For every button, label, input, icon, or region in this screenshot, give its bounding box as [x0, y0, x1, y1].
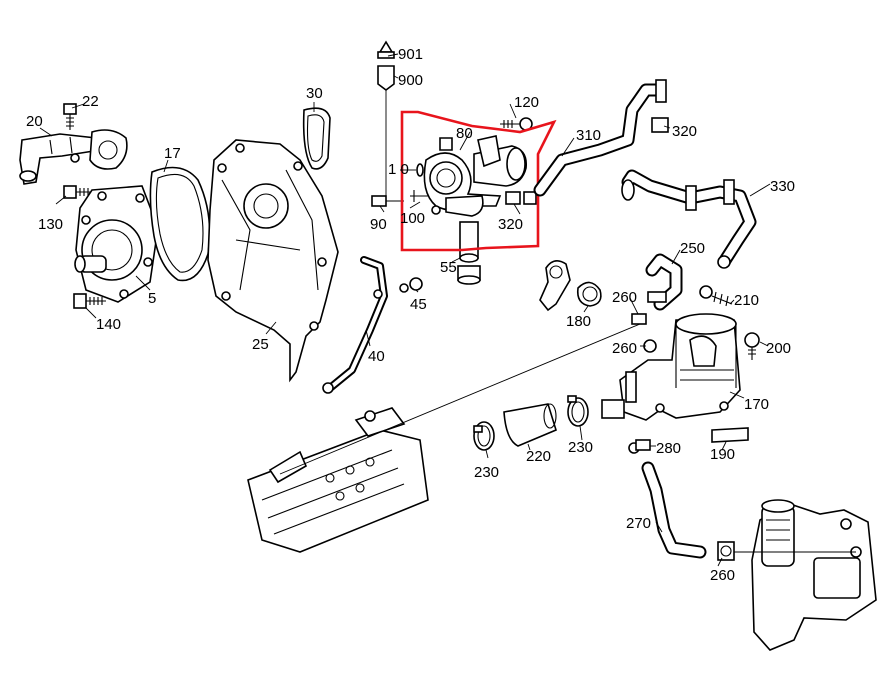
label-180: 180	[566, 313, 591, 330]
label-90: 90	[370, 216, 387, 233]
part-17-gasket[interactable]	[149, 166, 211, 282]
label-900: 900	[398, 72, 423, 89]
part-330-hose[interactable]	[621, 169, 757, 269]
part-250-hose[interactable]	[645, 253, 683, 311]
label-20: 20	[26, 113, 43, 130]
part-280-clamp[interactable]	[628, 439, 651, 454]
part-220-hose[interactable]	[503, 403, 557, 447]
label-200: 200	[766, 340, 791, 357]
part-260-clamp-lower[interactable]	[717, 541, 735, 561]
egr-cooler	[247, 407, 429, 553]
part-320-clip-hose[interactable]	[651, 117, 669, 133]
label-260-upper: 260	[612, 289, 637, 306]
label-120: 120	[514, 94, 539, 111]
label-230-right: 230	[568, 439, 593, 456]
label-100: 100	[400, 210, 425, 227]
label-140: 140	[96, 316, 121, 333]
oil-filter-housing	[751, 499, 877, 651]
part-30-seal[interactable]	[302, 107, 331, 170]
label-320-housing: 320	[498, 216, 523, 233]
label-901: 901	[398, 46, 423, 63]
part-230-clamp-right[interactable]	[567, 395, 589, 427]
part-270-hose[interactable]	[641, 461, 707, 559]
label-310: 310	[576, 127, 601, 144]
part-140-bolt[interactable]	[73, 293, 106, 309]
label-170: 170	[744, 396, 769, 413]
label-130: 130	[38, 216, 63, 233]
part-320-clip-housing[interactable]	[505, 191, 537, 205]
part-310-hose[interactable]	[533, 79, 667, 197]
label-17: 17	[164, 145, 181, 162]
part-190-clip[interactable]	[711, 427, 749, 443]
leader-lines	[39, 53, 856, 567]
label-270: 270	[626, 515, 651, 532]
label-250: 250	[680, 240, 705, 257]
callout-labels: 901 900 30 22 20 17 130 5 140 25 40 120 …	[26, 46, 795, 584]
part-100-seal[interactable]	[410, 190, 441, 215]
part-230-clamp-left[interactable]	[473, 421, 495, 451]
label-45: 45	[410, 296, 427, 313]
part-55-pipe[interactable]	[457, 221, 481, 285]
label-30: 30	[306, 85, 323, 102]
part-210-bolt[interactable]	[699, 285, 733, 307]
part-45-clip[interactable]	[399, 277, 423, 293]
label-40: 40	[368, 348, 385, 365]
label-25: 25	[252, 336, 269, 353]
part-80-thermostat-housing[interactable]	[423, 135, 528, 217]
label-110: 1 0	[388, 161, 409, 178]
part-120-bolt[interactable]	[500, 117, 533, 131]
part-90-temp-sensor[interactable]	[371, 195, 404, 207]
label-260-mid: 260	[612, 340, 637, 357]
part-25-timing-cover[interactable]	[207, 139, 339, 383]
label-230-left: 230	[474, 464, 499, 481]
part-5-water-pump[interactable]	[74, 185, 159, 303]
part-130-bolt[interactable]	[63, 185, 94, 199]
label-5: 5	[148, 290, 156, 307]
part-40-pipe[interactable]	[322, 256, 388, 394]
label-210: 210	[734, 292, 759, 309]
part-900-sensor[interactable]	[377, 65, 395, 198]
part-20-coolant-elbow[interactable]	[19, 129, 128, 185]
highlight-frame	[400, 110, 557, 252]
label-220: 220	[526, 448, 551, 465]
label-280: 280	[656, 440, 681, 457]
label-260-lower: 260	[710, 567, 735, 584]
part-110-o-ring[interactable]	[416, 163, 424, 177]
label-190: 190	[710, 446, 735, 463]
part-170-pump-housing[interactable]	[601, 313, 741, 421]
part-180-sensor[interactable]	[539, 260, 602, 312]
part-200-bolt[interactable]	[744, 332, 760, 360]
label-320-top: 320	[672, 123, 697, 140]
label-22: 22	[82, 93, 99, 110]
part-22-bolt[interactable]	[63, 103, 77, 130]
label-55: 55	[440, 259, 457, 276]
label-330: 330	[770, 178, 795, 195]
label-80: 80	[456, 125, 473, 142]
